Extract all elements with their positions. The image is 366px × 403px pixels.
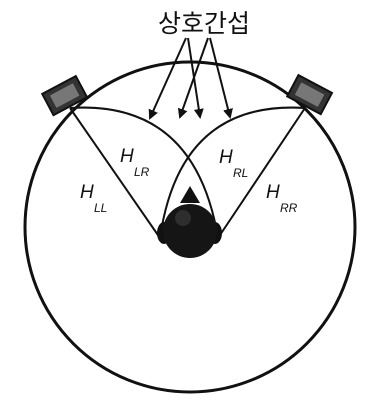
left-speaker-icon (40, 74, 89, 117)
crosstalk-arrows (148, 37, 233, 120)
nose (180, 186, 200, 203)
listener-head-icon (157, 186, 222, 258)
label-hrl: H RL (219, 147, 248, 180)
svg-text:H: H (219, 147, 233, 168)
right-speaker-icon (285, 73, 334, 116)
label-hll: H LL (80, 182, 107, 215)
label-hrr: H RR (266, 182, 298, 215)
path-left-right (69, 106, 219, 239)
svg-text:LL: LL (94, 201, 107, 215)
path-right-left (159, 106, 306, 239)
transfer-paths (69, 106, 306, 239)
diagram-title: 상호간섭 (158, 9, 250, 38)
svg-text:RL: RL (233, 166, 248, 180)
room-circle (23, 60, 357, 394)
svg-text:H: H (80, 182, 94, 203)
arrow-left-outer (148, 37, 187, 120)
arrow-right-outer (209, 37, 233, 119)
svg-text:LR: LR (134, 165, 150, 179)
svg-text:H: H (120, 146, 134, 167)
label-hlr: H LR (120, 146, 150, 179)
head (163, 204, 217, 258)
path-right-right (217, 107, 306, 239)
path-left-left (69, 107, 161, 239)
svg-text:H: H (266, 182, 280, 203)
arrow-right-inner (177, 37, 209, 119)
svg-text:RR: RR (280, 201, 298, 215)
